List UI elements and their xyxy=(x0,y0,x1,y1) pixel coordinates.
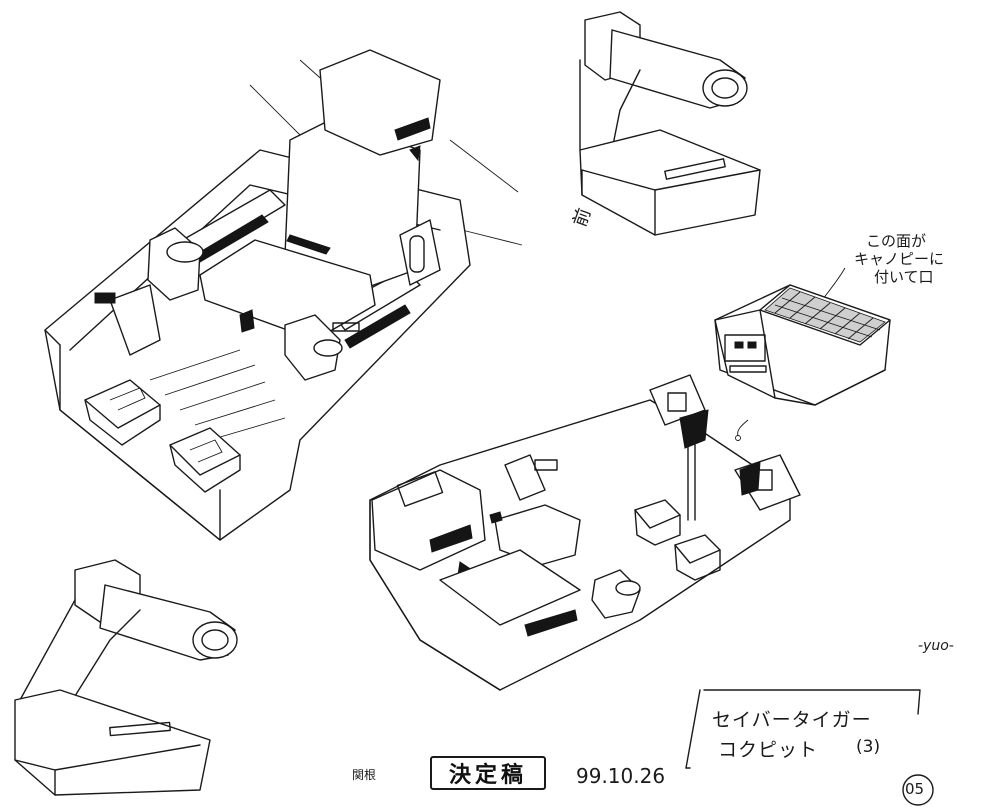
control-stick-front-drawing xyxy=(580,12,760,235)
canopy-note: この面が キャノピーに 付いて口 xyxy=(854,232,944,286)
title-box-frame xyxy=(686,690,920,768)
canopy-note-line1: この面が xyxy=(866,232,927,250)
title-line1: セイバータイガー xyxy=(712,709,872,731)
title-box: セイバータイガー コクピット (3) xyxy=(684,693,916,767)
cockpit-overview-drawing xyxy=(370,375,800,690)
control-stick-drawing xyxy=(15,560,237,795)
canopy-note-line2: キャノピーに xyxy=(854,250,945,268)
cockpit-seat-drawing xyxy=(45,50,522,540)
sign-left: 関根 xyxy=(352,768,377,782)
final-draft-stamp: 決定稿 xyxy=(430,756,546,790)
canopy-console-drawing xyxy=(715,268,890,405)
page-number: 05 xyxy=(905,780,925,798)
stamp-text: 決定稿 xyxy=(448,762,527,788)
artist-initials: -yuo- xyxy=(918,638,954,654)
date: 99.10.26 xyxy=(576,764,666,788)
title-number: (3) xyxy=(856,737,881,757)
title-line2: コクピット xyxy=(718,739,819,761)
canopy-grid-pattern xyxy=(765,288,885,342)
page-number-circle xyxy=(903,775,933,805)
canopy-note-line3: 付いて口 xyxy=(874,268,934,286)
